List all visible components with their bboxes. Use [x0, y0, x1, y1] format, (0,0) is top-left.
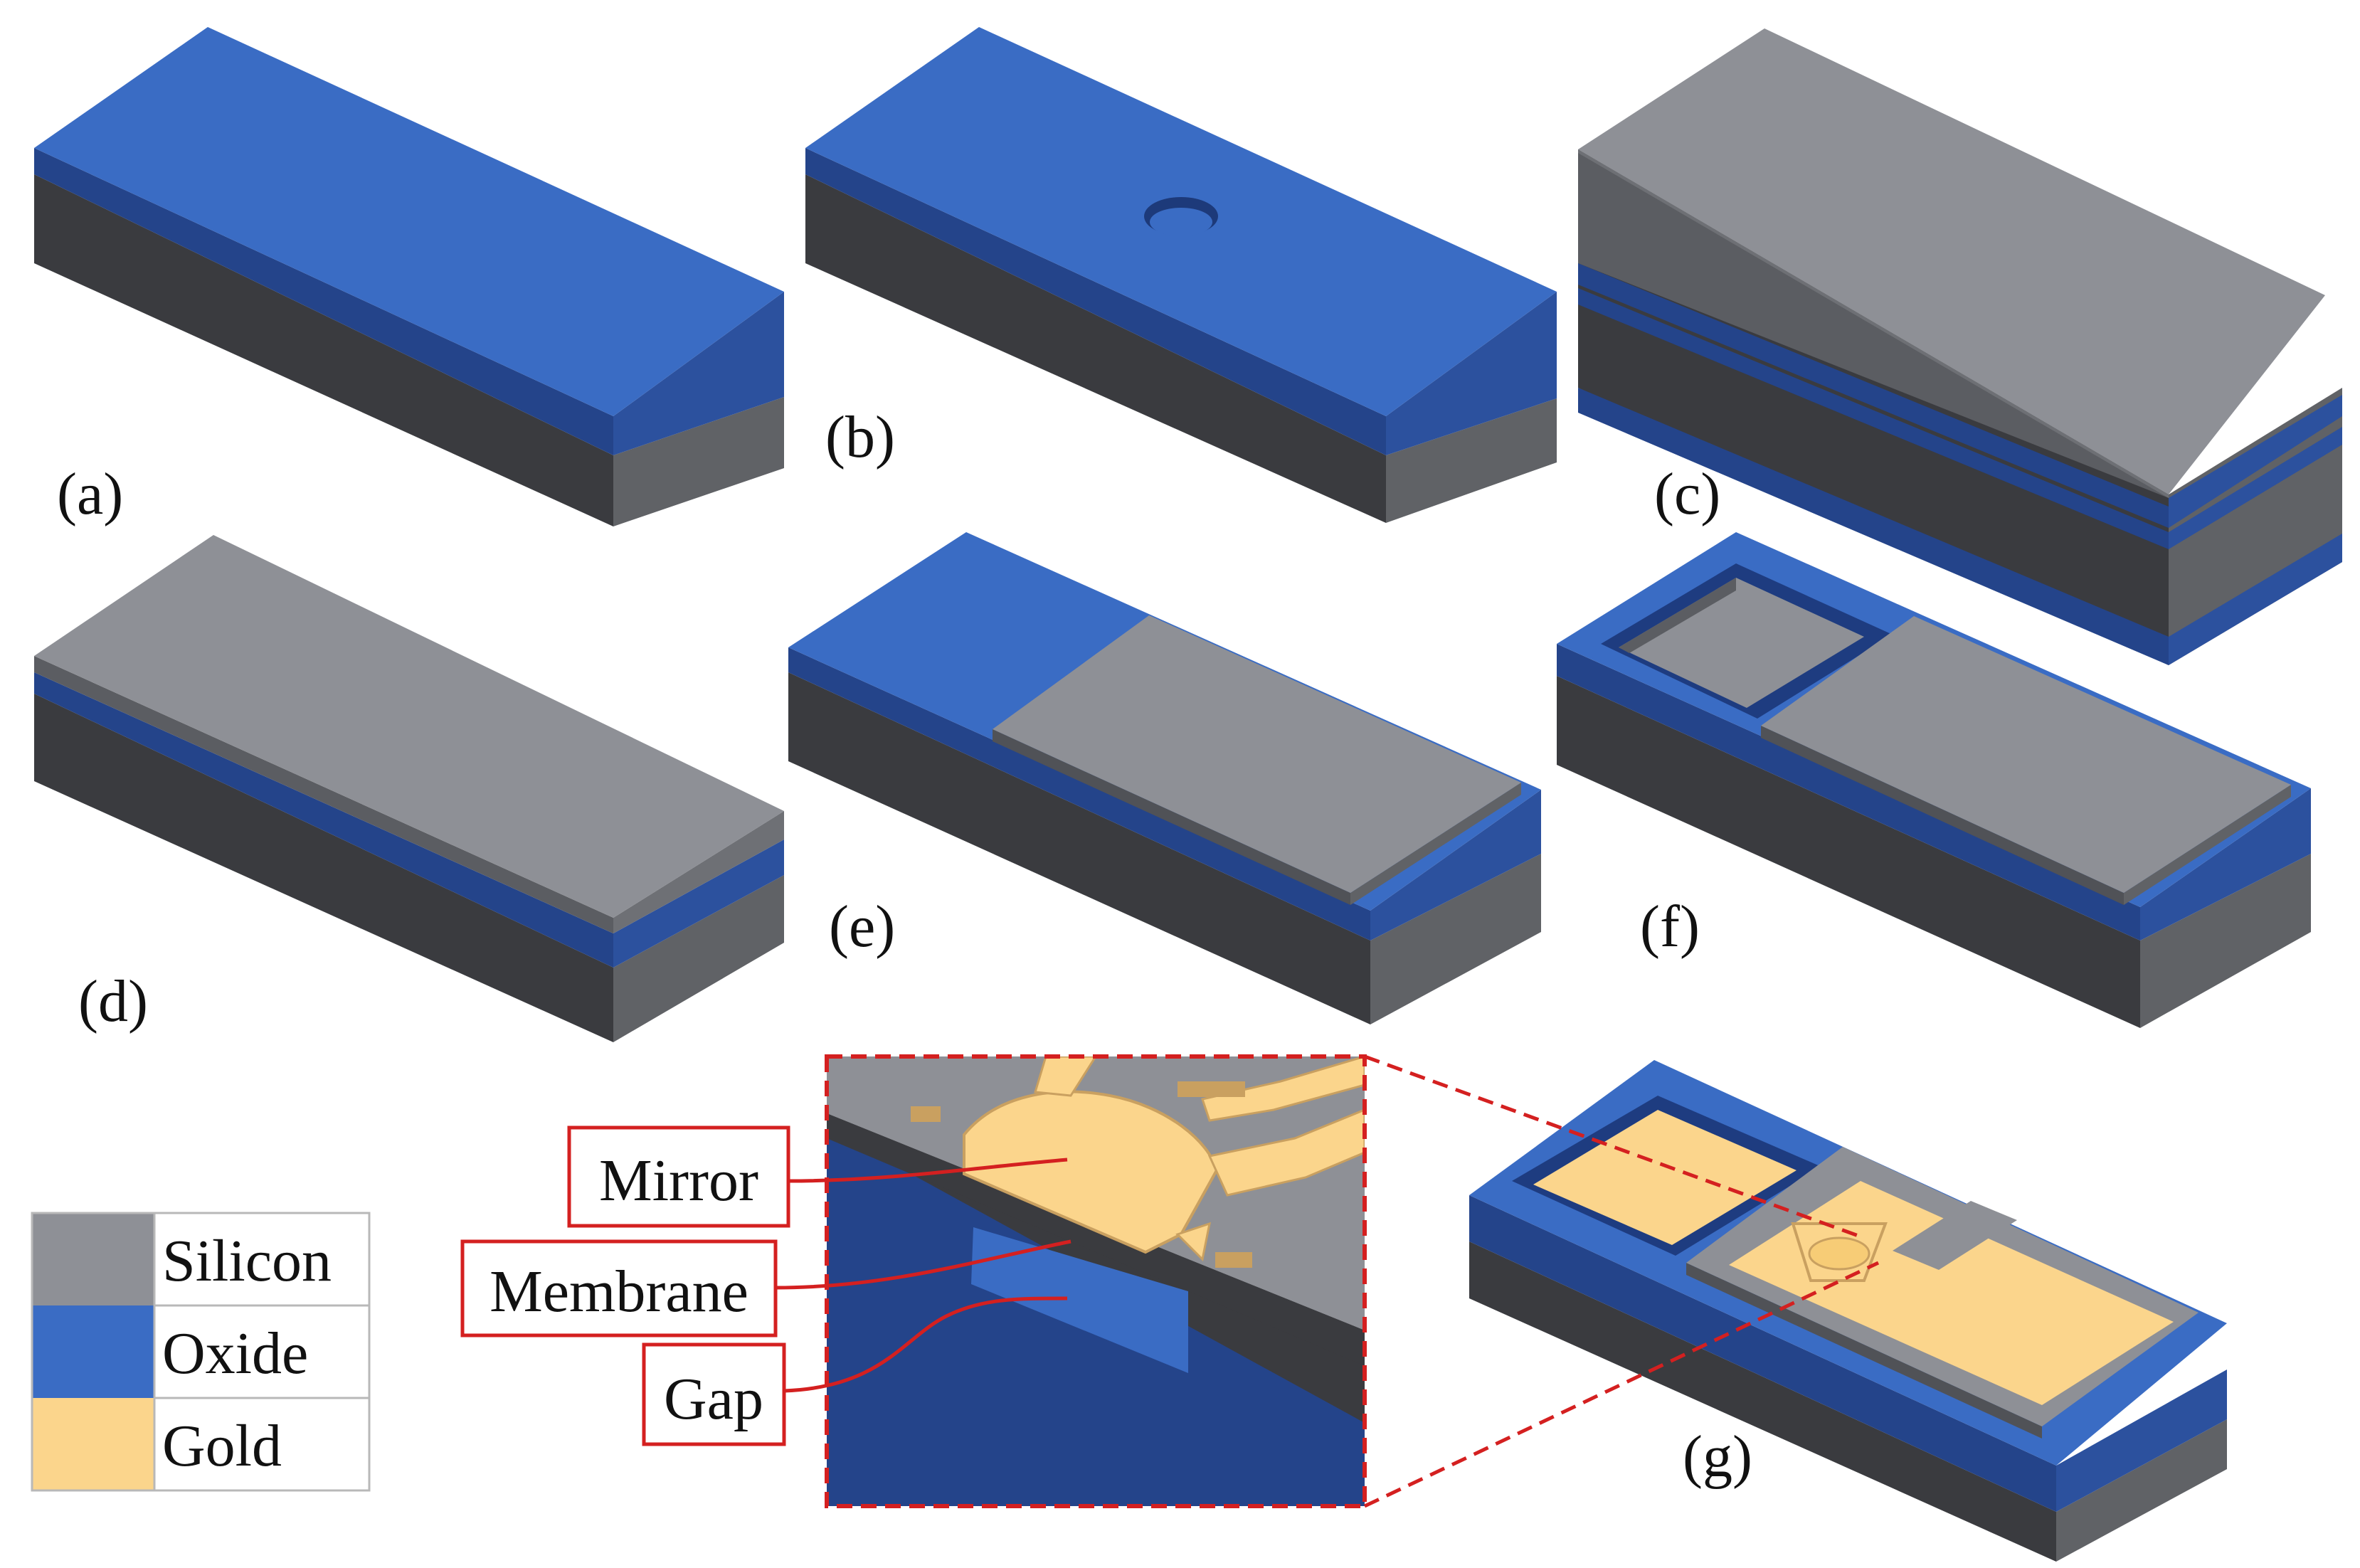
panel-c-end-oxide-2 [2169, 427, 2342, 549]
panel-a-silicon-front [34, 174, 613, 526]
panel-f-membrane-top [1761, 616, 2291, 893]
panel-c-silicon-top [1578, 28, 2325, 494]
panel-e-oxide-front [788, 647, 1370, 941]
panel-c-oxide-band-1 [1578, 263, 2169, 528]
callout-gap-arrow [783, 1296, 1068, 1393]
zoom-inset [825, 1054, 1880, 1508]
panel-f-silicon-front [1557, 676, 2140, 1028]
callout-membrane-box [460, 1239, 778, 1337]
panel-e-membrane-end [1350, 783, 1521, 905]
panel-c-end-oxide-1 [2169, 395, 2342, 528]
zoom-connector-top [1364, 1054, 1865, 1240]
panel-e-block [788, 532, 1541, 1024]
panel-b-hole-floor [1150, 208, 1212, 236]
panel-e-oxide-end [1370, 790, 1541, 941]
panel-e-membrane-front [993, 729, 1350, 905]
zoom-gold-arm-top [1034, 1056, 1097, 1097]
panel-e-silicon-end [1370, 854, 1541, 1024]
zoom-anchor-pad-1 [911, 1106, 941, 1122]
panel-a-block [34, 27, 784, 526]
legend-label-silicon: Silicon [162, 1228, 332, 1294]
panel-label-f: (f) [1640, 894, 1700, 960]
panel-d-oxide-front [34, 672, 613, 968]
panel-f-cavity-wall [1619, 578, 1736, 653]
zoom-membrane-edge [827, 1113, 1365, 1366]
panel-label-c: (c) [1654, 461, 1720, 527]
legend-swatch-silicon [32, 1213, 154, 1305]
panel-label-g: (g) [1683, 1424, 1752, 1490]
panel-b-silicon-end [1386, 398, 1557, 523]
callout-mirror-arrow [788, 1158, 1068, 1183]
legend-label-gold: Gold [162, 1413, 282, 1479]
panel-b-block [805, 27, 1557, 523]
panel-f-silicon-end [2140, 854, 2311, 1028]
panel-label-b: (b) [825, 404, 895, 470]
panel-a-oxide-top [34, 27, 784, 416]
zoom-frame [825, 1054, 1367, 1508]
panel-d-device-front [34, 656, 613, 933]
panel-c-oxide-band-2 [1578, 288, 2169, 549]
panel-labels: (a) (b) (c) (d) (e) (f) (g) [57, 404, 1752, 1490]
panel-g-membrane-front [1686, 1263, 2042, 1439]
callout-membrane-arrow [775, 1239, 1071, 1290]
panel-a-silicon-end [613, 397, 784, 526]
zoom-connector-bottom [1363, 1261, 1880, 1508]
callout-gap-label: Gap [664, 1366, 763, 1432]
panel-b-oxide-front [805, 148, 1386, 455]
zoom-gap-cavity [971, 1227, 1188, 1373]
panel-f-oxide-end [2140, 788, 2311, 941]
panel-d-block [34, 535, 784, 1042]
panel-c-block [1578, 28, 2342, 665]
panel-d-silicon-end [613, 875, 784, 1042]
panel-a-oxide-end [613, 292, 784, 455]
panel-g-mirror [1808, 1236, 1870, 1271]
zoom-gold-arm-right [1207, 1108, 1365, 1197]
callout-mirror-box [567, 1125, 790, 1228]
panel-f-block [1557, 532, 2311, 1028]
panel-a-oxide-front [34, 148, 613, 455]
panel-label-a: (a) [57, 461, 123, 527]
callout-mirror-label: Mirror [599, 1148, 758, 1214]
panel-d-oxide-end [613, 839, 784, 968]
zoom-gold-arm-lower [1175, 1222, 1211, 1262]
legend-swatch-gold [32, 1398, 154, 1490]
panel-g-oxide-end [2056, 1370, 2227, 1512]
panel-b-oxide-end [1386, 292, 1557, 455]
panel-c-end-oxide-3 [2169, 534, 2342, 665]
panel-g-silicon-end [2056, 1419, 2227, 1562]
panel-f-membrane-front [1761, 726, 2124, 905]
callout-gap-box [642, 1342, 786, 1446]
panel-b-silicon-front [805, 174, 1386, 523]
panel-g-gold-window [1893, 1201, 2017, 1270]
panel-c-silicon-top-front [1578, 149, 2169, 498]
legend-frame [31, 1212, 371, 1492]
panel-g-cavity-gold [1533, 1110, 1797, 1245]
panel-label-d: (d) [78, 968, 148, 1034]
legend-swatch-oxide [32, 1305, 154, 1398]
panel-d-silicon-front [34, 694, 613, 1042]
legend: Silicon Oxide Gold [31, 1212, 371, 1492]
panel-e-membrane-top [993, 615, 1521, 893]
panel-g-block [1469, 1060, 2227, 1562]
panel-f-oxide-front [1557, 644, 2140, 941]
zoom-anchor-pad-2 [1178, 1081, 1245, 1097]
callout-membrane-label: Membrane [490, 1259, 748, 1325]
zoom-gold-arm-upper-right [1201, 1056, 1365, 1122]
panel-g-silicon-front [1469, 1241, 2056, 1562]
callouts: Mirror Membrane Gap [460, 1125, 1071, 1446]
panel-e-silicon-front [788, 672, 1370, 1024]
legend-label-oxide: Oxide [162, 1320, 308, 1387]
panel-f-membrane-end [2124, 785, 2291, 905]
panel-g-spring-arms [1791, 1222, 1888, 1282]
panel-g-oxide-front [1469, 1195, 2056, 1512]
panel-d-device-end [613, 811, 784, 933]
panel-f-cavity-floor [1619, 578, 1864, 708]
zoom-anchor-pad-3 [1215, 1252, 1252, 1268]
panel-c-oxide-band-3 [1578, 388, 2169, 665]
panel-label-e: (e) [829, 894, 895, 960]
panel-d-silicon-top [34, 535, 784, 918]
